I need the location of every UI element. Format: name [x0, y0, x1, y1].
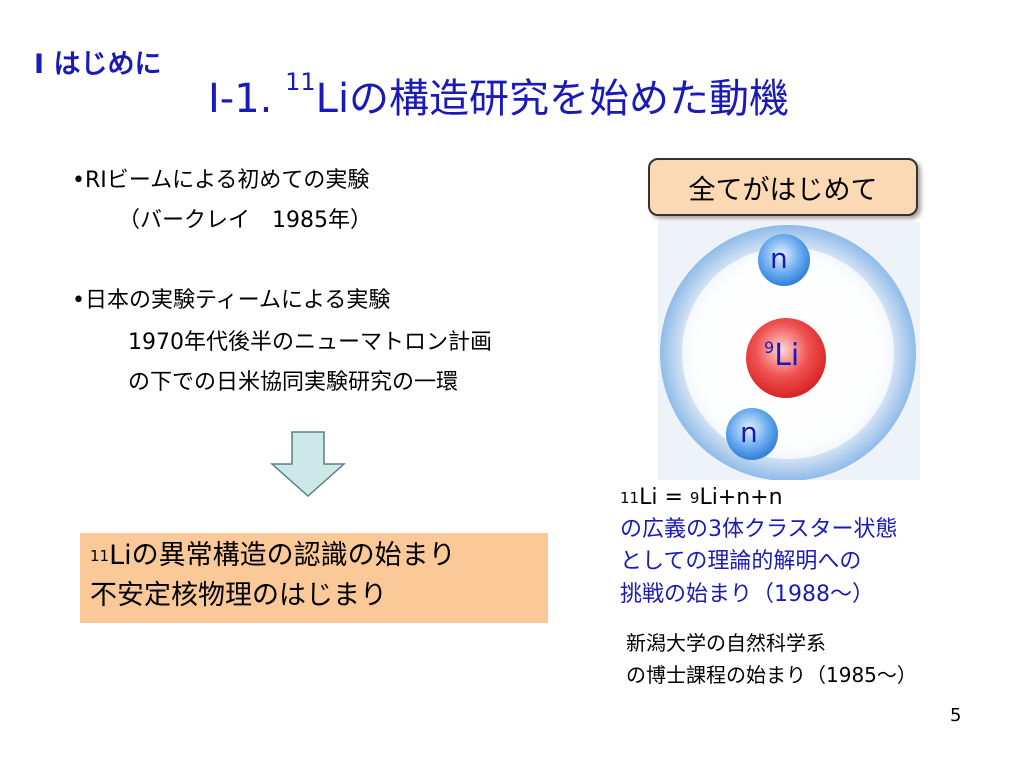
- page-number: 5: [950, 705, 962, 726]
- neutron-bottom: [726, 408, 778, 460]
- reaction-equation: 11Li = 9Li+n+n: [620, 485, 783, 510]
- neutron-bottom-label: n: [740, 416, 758, 449]
- result-line-2: 不安定核物理のはじまり: [90, 580, 387, 611]
- result-box: 11Liの異常構造の認識の始まり 不安定核物理のはじまり: [80, 533, 548, 623]
- bullet-2-line-3: の下での日米協同実験研究の一環: [128, 370, 459, 395]
- all-first-badge: 全てがはじめて: [648, 158, 918, 216]
- down-arrow-icon: [270, 431, 346, 498]
- bullet-2-line-2: 1970年代後半のニューマトロン計画: [128, 330, 492, 355]
- page-title: I-1. 11Liの構造研究を始めた動機: [208, 68, 790, 122]
- core-label: 9Li: [764, 338, 800, 373]
- neutron-top-label: n: [770, 242, 788, 275]
- theory-line-3: 挑戦の始まり（1988〜）: [620, 582, 874, 607]
- bullet-1-line-2: （バークレイ 1985年）: [118, 208, 372, 233]
- bullet-1-line-1: •RIビームによる初めての実験: [72, 168, 370, 193]
- bullet-2-line-1: •日本の実験ティームによる実験: [72, 288, 391, 313]
- theory-line-1: の広義の3体クラスター状態: [620, 517, 898, 542]
- neutron-top: [758, 234, 810, 286]
- niigata-line-1: 新潟大学の自然科学系: [626, 631, 826, 655]
- result-line-1: 11Liの異常構造の認識の始まり: [90, 540, 456, 571]
- theory-line-2: としての理論的解明への: [620, 549, 862, 574]
- niigata-line-2: の博士課程の始まり（1985〜）: [626, 663, 917, 687]
- section-label: I はじめに: [34, 49, 162, 80]
- core-li9: [746, 318, 826, 398]
- li11-halo-diagram: [658, 222, 920, 480]
